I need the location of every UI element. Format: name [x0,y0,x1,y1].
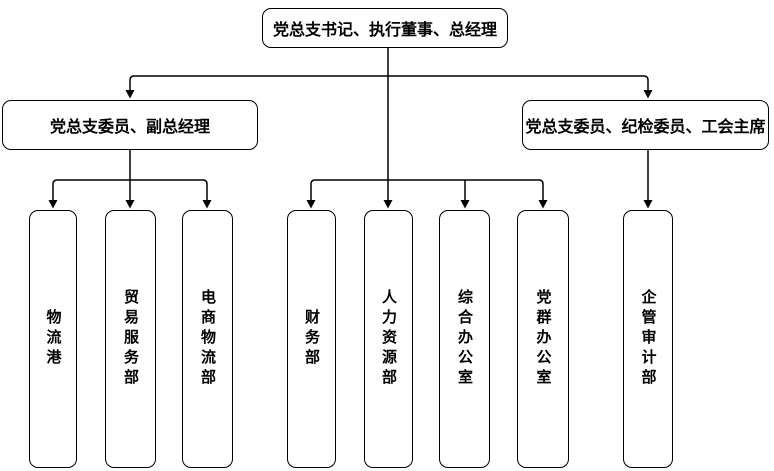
node-ecommerce-logistics-dept: 电商物流部 [182,210,233,468]
arrowhead-down [125,90,135,99]
node-committee-discipline-union: 党总支委员、纪检委员、工会主席 [522,100,769,150]
node-enterprise-audit-dept: 企管审计部 [623,210,673,468]
node-trade-service-dept: 贸易服务部 [105,210,156,468]
arrowhead-down [383,200,393,209]
node-label: 党总支委员、纪检委员、工会主席 [525,119,766,136]
node-logistics-port: 物流港 [29,210,77,468]
node-label: 综合办公室 [456,289,473,389]
connector-level2-branch [129,75,649,90]
node-label: 贸易服务部 [122,289,139,389]
arrowheads [48,90,653,209]
arrowhead-down [460,200,470,209]
arrowhead-down [306,200,316,209]
node-party-mass-office: 党群办公室 [517,210,569,468]
arrowhead-down [643,200,653,209]
node-label: 电商物流部 [199,289,216,389]
connector-middle-rail [310,179,544,200]
arrowhead-down [125,200,135,209]
node-hr-dept: 人力资源部 [364,210,413,468]
node-label: 企管审计部 [639,289,657,389]
node-label: 财务部 [303,309,320,369]
node-label: 物流港 [44,309,62,369]
node-label: 党总支书记、执行董事、总经理 [272,22,497,39]
node-committee-deputy-gm: 党总支委员、副总经理 [2,100,258,150]
node-general-office: 综合办公室 [439,210,490,468]
node-label: 党总支委员、副总经理 [49,119,210,136]
arrowhead-down [48,200,58,209]
arrowhead-down [538,200,548,209]
node-party-secretary-gm: 党总支书记、执行董事、总经理 [262,8,508,48]
node-label: 人力资源部 [380,289,397,389]
node-label: 党群办公室 [534,289,552,389]
arrowhead-down [202,200,212,209]
node-finance-dept: 财务部 [287,210,336,468]
arrowhead-down [643,90,653,99]
